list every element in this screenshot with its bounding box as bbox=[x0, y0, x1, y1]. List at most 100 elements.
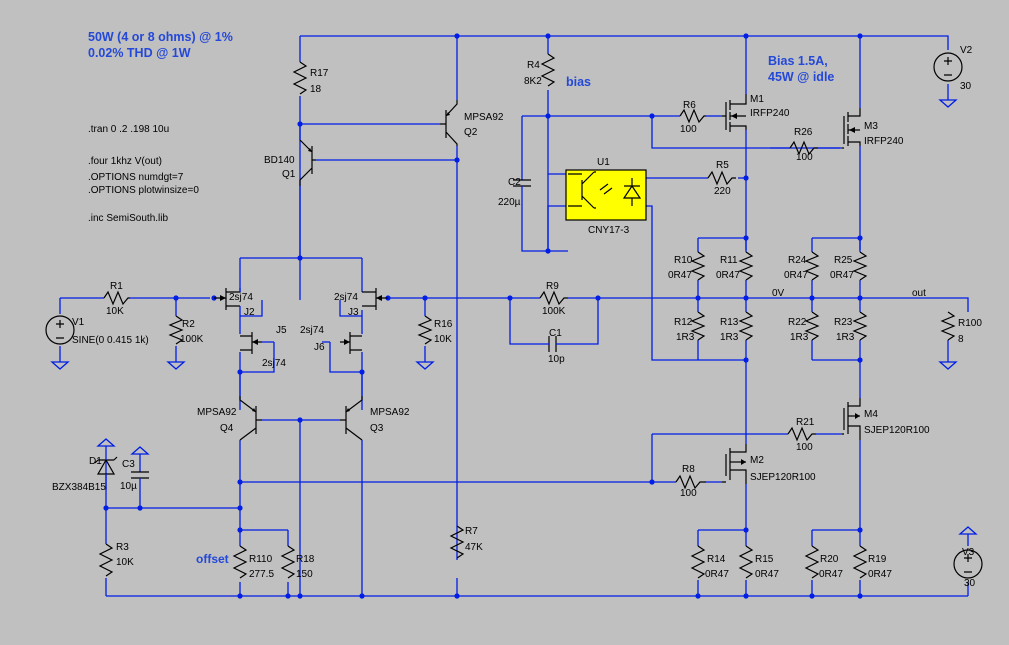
c1-ref: C1 bbox=[549, 328, 562, 339]
r25-value: 0R47 bbox=[830, 270, 854, 281]
q4-ref: Q4 bbox=[220, 423, 234, 434]
r9-ref: R9 bbox=[546, 281, 559, 292]
v1-ref: V1 bbox=[72, 317, 85, 328]
bias-label: bias bbox=[566, 75, 591, 89]
r22-body bbox=[804, 311, 820, 341]
r17-ref: R17 bbox=[310, 68, 329, 79]
r4-ref: R4 bbox=[527, 60, 540, 71]
q2-ref: Q2 bbox=[464, 127, 478, 138]
annotations: 50W (4 or 8 ohms) @ 1% 0.02% THD @ 1W Bi… bbox=[52, 30, 982, 589]
r110-ref: R110 bbox=[249, 554, 273, 565]
r1-value: 10K bbox=[106, 306, 124, 317]
u1-value: CNY17-3 bbox=[588, 225, 630, 236]
q3-symbol bbox=[340, 396, 363, 441]
r20-value: 0R47 bbox=[819, 569, 843, 580]
v2-ref: V2 bbox=[960, 45, 973, 56]
v3-ref: V3 bbox=[962, 547, 975, 558]
wires bbox=[59, 35, 969, 597]
r8-body bbox=[675, 474, 706, 490]
j2-value: 2sj74 bbox=[229, 292, 253, 303]
j3-value: 2sj74 bbox=[334, 292, 358, 303]
r14-value: 0R47 bbox=[705, 569, 729, 580]
r11-ref: R11 bbox=[720, 255, 738, 266]
m3-ref: M3 bbox=[864, 121, 878, 132]
transistors bbox=[239, 100, 458, 441]
q3-ref: Q3 bbox=[370, 423, 384, 434]
r17-value: 18 bbox=[310, 84, 322, 95]
j3-ref: J3 bbox=[348, 307, 359, 318]
r26-body bbox=[789, 140, 818, 156]
r13-body bbox=[738, 311, 754, 341]
r11-value: 0R47 bbox=[716, 270, 740, 281]
r1-ref: R1 bbox=[110, 281, 123, 292]
r13-ref: R13 bbox=[720, 317, 739, 328]
v2-circle bbox=[933, 52, 963, 82]
directive-tran: .tran 0 .2 .198 10u bbox=[88, 124, 169, 135]
r4-body bbox=[540, 53, 556, 87]
m1-symbol bbox=[722, 94, 747, 132]
v3-circle bbox=[953, 549, 983, 579]
r100-body bbox=[940, 311, 956, 341]
r5-ref: R5 bbox=[716, 160, 729, 171]
r20-ref: R20 bbox=[820, 554, 839, 565]
r17-body bbox=[292, 61, 308, 95]
title-line-1: 50W (4 or 8 ohms) @ 1% bbox=[88, 30, 233, 44]
offset-label: offset bbox=[196, 552, 229, 566]
r110-value: 277.5 bbox=[249, 569, 274, 580]
r3-ref: R3 bbox=[116, 542, 129, 553]
r24-body bbox=[804, 251, 820, 281]
r25-body bbox=[852, 251, 868, 281]
net-label-0v: 0V bbox=[772, 288, 785, 299]
r24-ref: R24 bbox=[788, 255, 807, 266]
r2-ref: R2 bbox=[182, 319, 195, 330]
r100-value: 8 bbox=[958, 334, 964, 345]
r21-ref: R21 bbox=[796, 417, 815, 428]
r100-ref: R100 bbox=[958, 318, 982, 329]
r9-value: 100K bbox=[542, 306, 566, 317]
r2-body bbox=[168, 315, 184, 345]
r16-ref: R16 bbox=[434, 319, 453, 330]
mosfets bbox=[722, 94, 861, 484]
c3-ref: C3 bbox=[122, 459, 135, 470]
title-line-2: 0.02% THD @ 1W bbox=[88, 46, 191, 60]
c3-value: 10µ bbox=[120, 481, 137, 492]
r21-value: 100 bbox=[796, 442, 813, 453]
j5-symbol bbox=[240, 332, 262, 354]
q1-ref: Q1 bbox=[282, 169, 296, 180]
q2-value: MPSA92 bbox=[464, 112, 504, 123]
r8-ref: R8 bbox=[682, 464, 695, 475]
d1-ref: D1 bbox=[89, 456, 102, 467]
jfets bbox=[214, 288, 388, 354]
gnd-r16 bbox=[415, 361, 435, 370]
q2-symbol bbox=[440, 100, 458, 146]
r10-ref: R10 bbox=[674, 255, 693, 266]
r7-value: 47K bbox=[465, 542, 483, 553]
v1-circle bbox=[45, 315, 75, 345]
r3-value: 10K bbox=[116, 557, 134, 568]
r23-value: 1R3 bbox=[836, 332, 855, 343]
r26-ref: R26 bbox=[794, 127, 813, 138]
r19-ref: R19 bbox=[868, 554, 887, 565]
bias-note-1: Bias 1.5A, bbox=[768, 54, 828, 68]
r10-value: 0R47 bbox=[668, 270, 692, 281]
r14-ref: R14 bbox=[707, 554, 726, 565]
m4-ref: M4 bbox=[864, 409, 878, 420]
q4-symbol bbox=[239, 396, 262, 441]
r9-body bbox=[539, 290, 568, 306]
r19-body bbox=[852, 545, 868, 579]
r22-value: 1R3 bbox=[790, 332, 809, 343]
directive-inc: .inc SemiSouth.lib bbox=[88, 213, 168, 224]
net-label-out: out bbox=[912, 288, 926, 299]
voltage-sources bbox=[45, 52, 983, 579]
r8-value: 100 bbox=[680, 488, 697, 499]
r7-ref: R7 bbox=[465, 526, 478, 537]
v3-value: 30 bbox=[964, 578, 976, 589]
m4-value: SJEP120R100 bbox=[864, 425, 930, 436]
r5-value: 220 bbox=[714, 186, 731, 197]
r12-ref: R12 bbox=[674, 317, 693, 328]
q1-value: BD140 bbox=[264, 155, 295, 166]
m2-symbol bbox=[722, 444, 747, 484]
j6-ref: J6 bbox=[314, 342, 325, 353]
r18-ref: R18 bbox=[296, 554, 315, 565]
